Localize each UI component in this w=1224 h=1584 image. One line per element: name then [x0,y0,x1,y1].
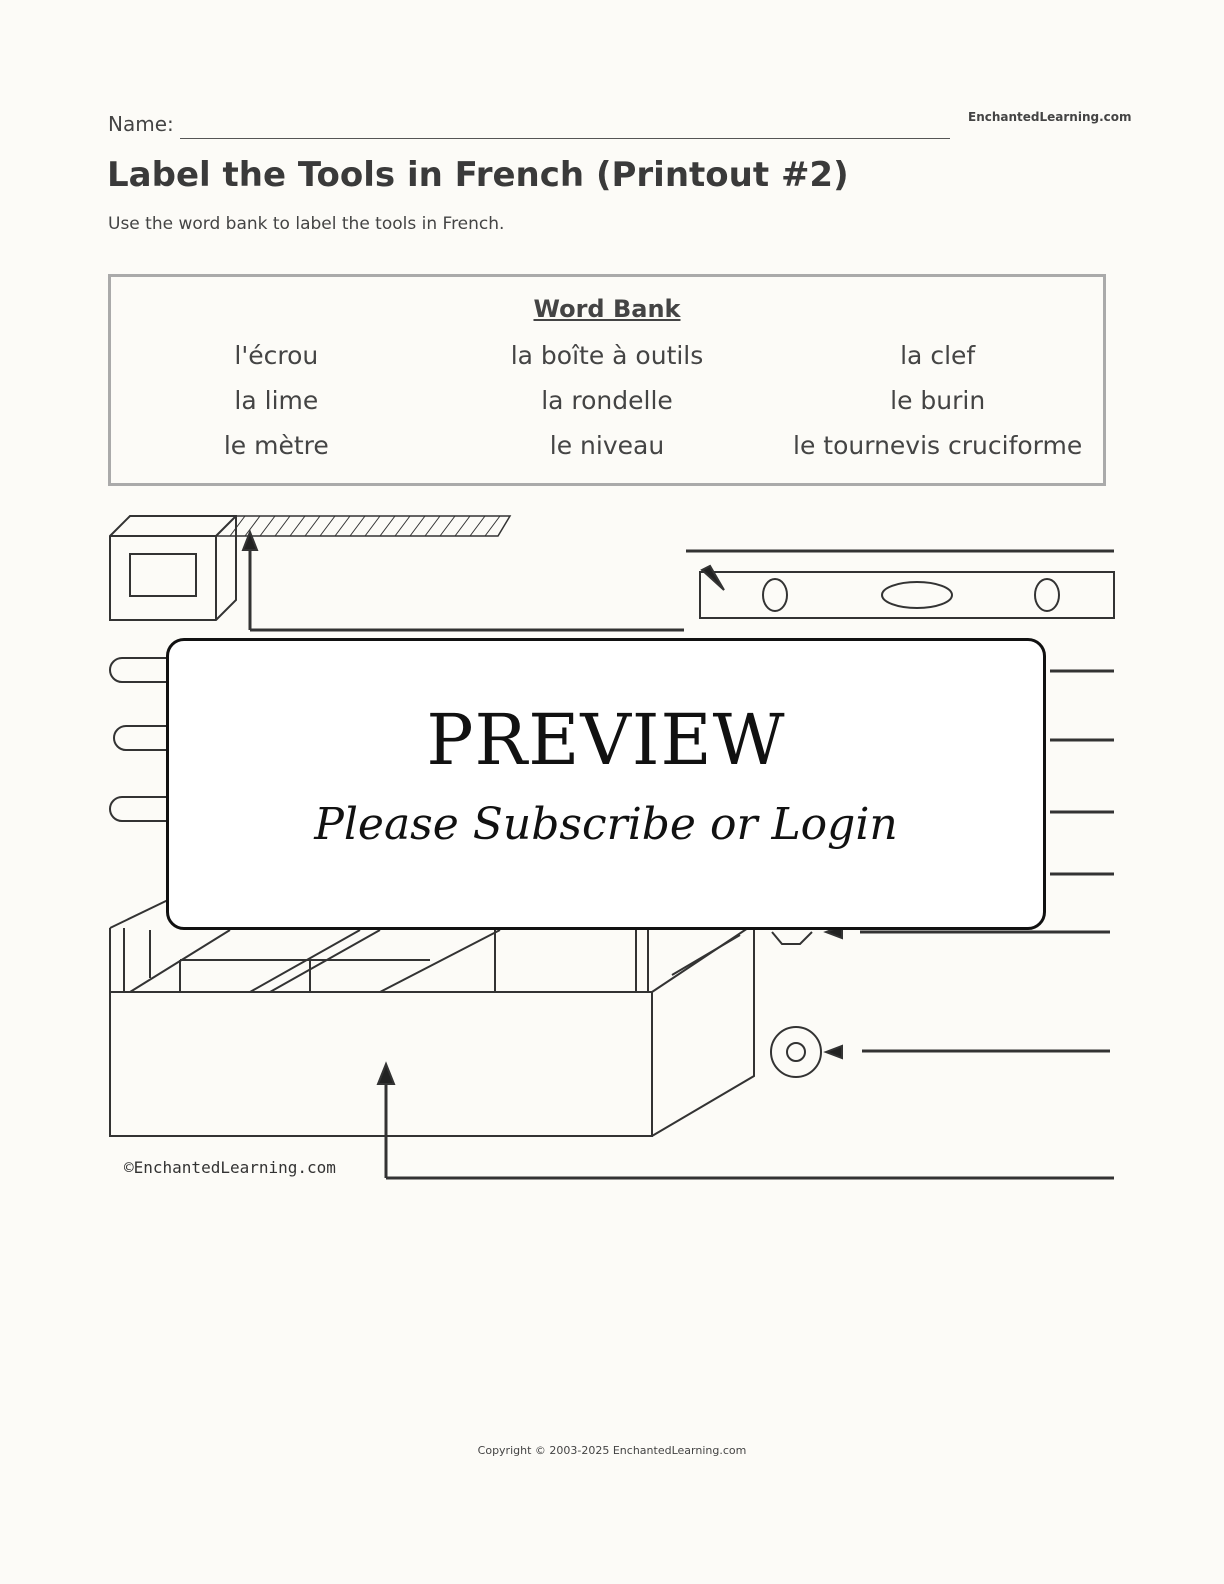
word-bank-item: le mètre [223,431,329,460]
word-bank-item: la boîte à outils [510,341,704,370]
nut-washer-illustration [770,924,843,1078]
level-illustration [686,549,1115,619]
word-bank-title: Word Bank [533,295,681,323]
word-bank: Word Bank l'écrou la boîte à outils la c… [108,274,1106,486]
page-title: Label the Tools in French (Printout #2) [107,155,849,195]
word-bank-item: la lime [234,386,319,415]
word-bank-item: le niveau [549,431,665,460]
tape-measure-illustration [109,515,512,621]
copyright: Copyright © 2003-2025 EnchantedLearning.… [477,1444,747,1457]
drawing-credit: ©EnchantedLearning.com [124,1158,336,1177]
word-bank-item: la rondelle [541,386,673,415]
word-bank-item: le tournevis cruciforme [793,431,1083,460]
name-line [180,138,950,139]
label-line [384,1078,1114,1180]
toolbox-illustration [109,899,755,1137]
word-bank-item: le burin [890,386,986,415]
arrow-icon [241,529,259,551]
subscribe-login-link[interactable]: Please Subscribe or Login [314,799,898,850]
preview-title: PREVIEW [426,699,786,781]
preview-overlay[interactable]: PREVIEW Please Subscribe or Login [166,638,1046,930]
arrow-icon [376,1061,396,1085]
label-lines-right [860,669,1114,1053]
word-bank-item: l'écrou [234,341,319,370]
instructions: Use the word bank to label the tools in … [108,214,505,234]
tools-drawing: ©EnchantedLearning.com [109,515,1115,1180]
word-bank-item: la clef [900,341,976,370]
file-handles-illustration [109,657,168,822]
name-label: Name: [108,112,174,136]
site-logo[interactable]: EnchantedLearning.com [968,110,1132,124]
label-line [248,542,684,632]
